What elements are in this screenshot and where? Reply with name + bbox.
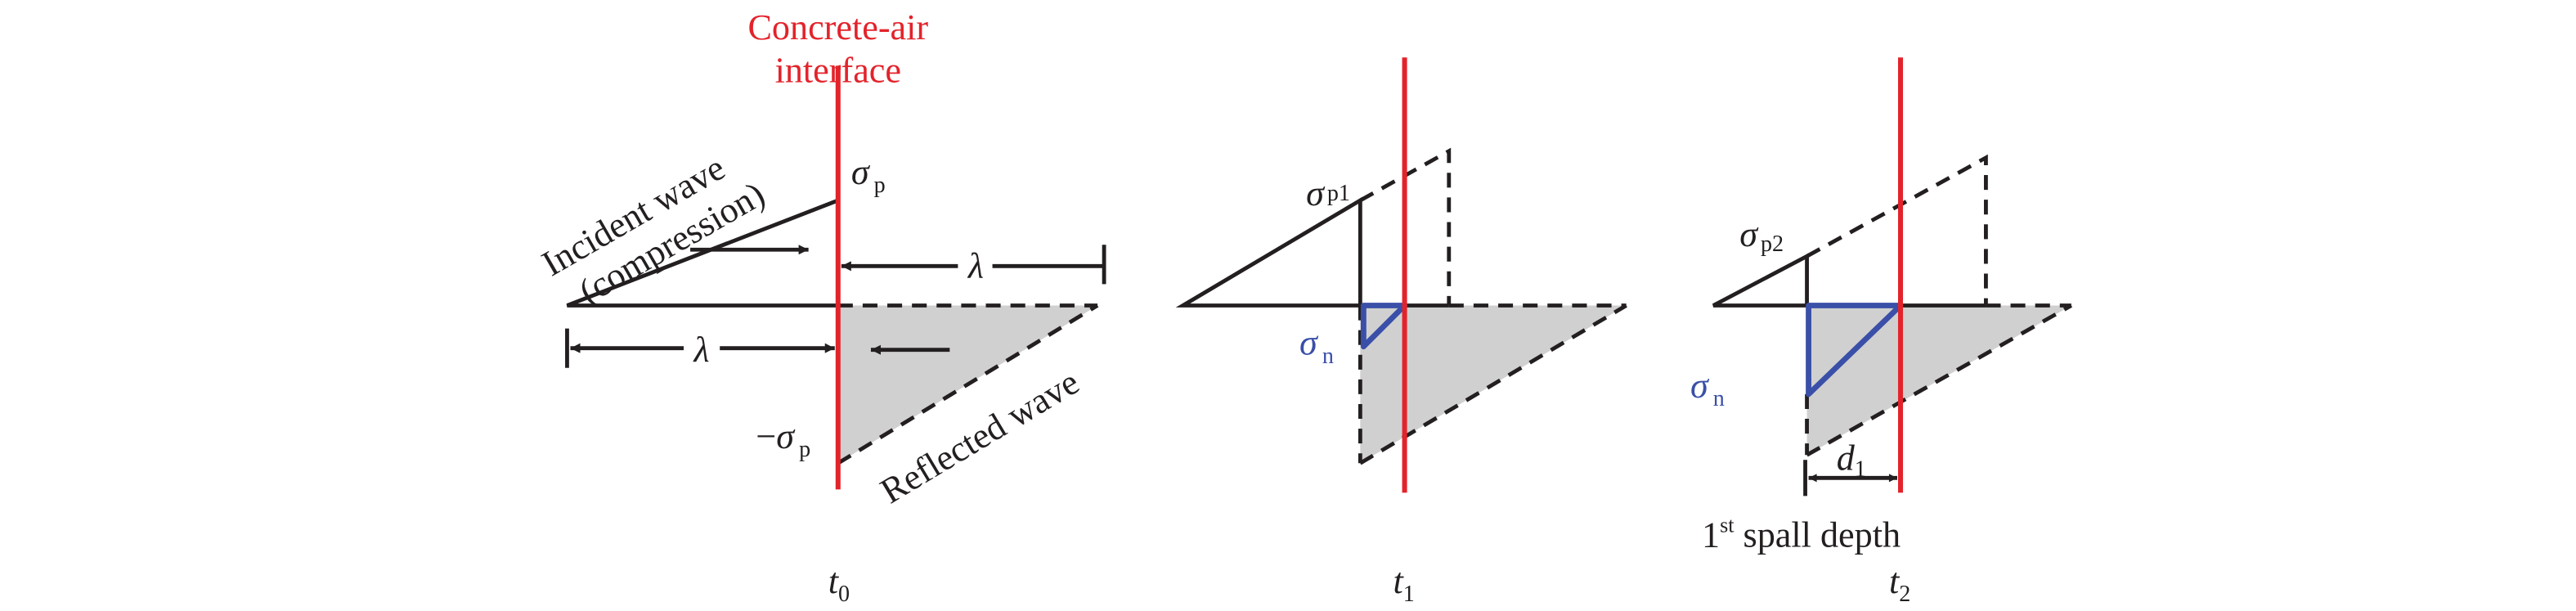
lambda-label-bottom: λ <box>693 330 710 370</box>
interface-label-line2: interface <box>775 50 901 90</box>
reflected-wave-front <box>837 303 1099 465</box>
spall-depth-label: 1st spall depth <box>1702 514 1901 555</box>
incident-wave-remaining <box>1175 196 1449 308</box>
lambda-label-top: λ <box>967 245 984 285</box>
transmitted-incident-outline <box>1359 147 1452 306</box>
reflected-wave-front <box>1806 303 2073 457</box>
incident-wave-remaining <box>1712 253 1986 308</box>
panel-t0: λ λ Concrete-air interface Incident wave… <box>536 7 1106 607</box>
incident-wave-label: Incident wave (compression) <box>536 147 772 312</box>
incident-wave-triangle <box>566 198 839 308</box>
time-label-t2: t2 <box>1889 561 1910 607</box>
net-tension-triangle <box>1360 303 1407 350</box>
net-tension-triangle <box>1806 303 1904 398</box>
transmitted-incident-outline <box>1806 154 1988 306</box>
time-label-t1: t1 <box>1393 561 1415 607</box>
d1-label: d1 <box>1837 438 1866 482</box>
time-label-t0: t0 <box>828 561 850 607</box>
interface-label-line1: Concrete-air <box>747 7 928 47</box>
